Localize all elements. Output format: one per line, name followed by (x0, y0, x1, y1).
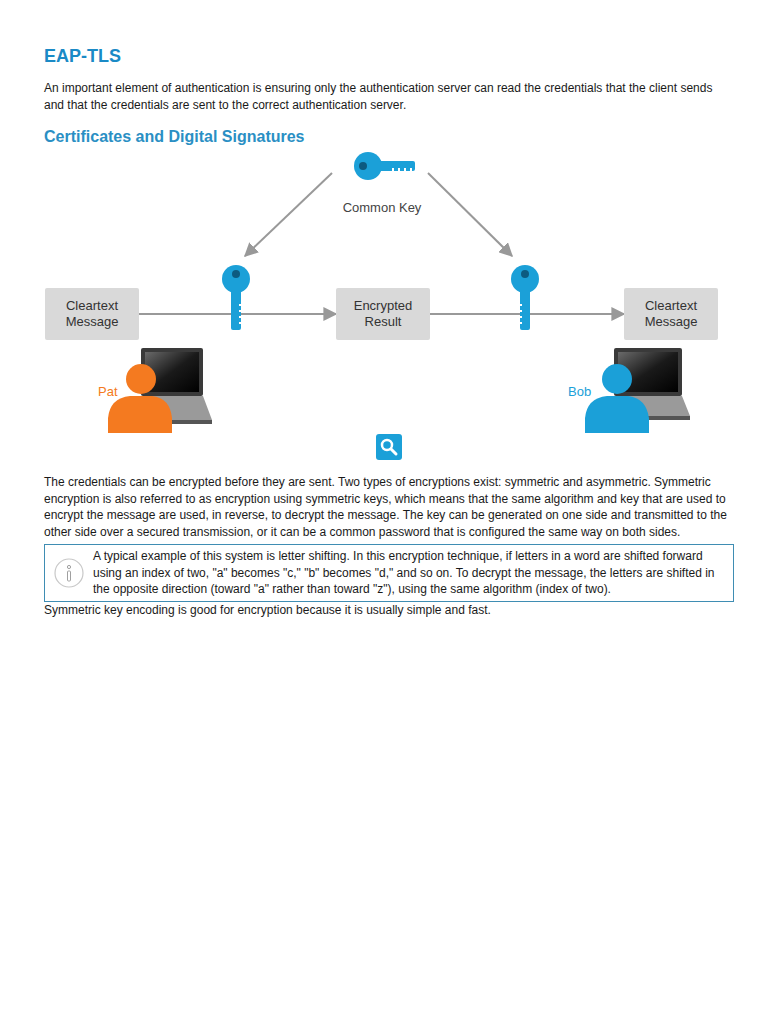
flow-arrow (139, 313, 336, 315)
laptop-base (606, 396, 690, 416)
key-notch (410, 168, 412, 172)
key-shaft (231, 290, 241, 330)
key-hole (359, 162, 367, 170)
zoom-icon (376, 434, 402, 460)
key-bow (354, 152, 382, 180)
decrypt-key-icon (511, 265, 539, 330)
box-label: Cleartext Message (630, 298, 712, 330)
laptop-icon (132, 348, 212, 424)
note-text: A typical example of this system is lett… (93, 548, 725, 598)
intro-paragraph: An important element of authentication i… (44, 80, 734, 113)
key-arrow (245, 173, 332, 256)
key-notch (239, 310, 243, 312)
page-title: EAP-TLS (44, 46, 121, 67)
info-dot (67, 565, 70, 568)
person-head (602, 364, 632, 394)
message-box: Cleartext Message (624, 288, 718, 340)
key-notch (398, 168, 400, 172)
zoom-handle (391, 449, 396, 454)
laptop-screen (145, 352, 199, 392)
key-notch (518, 310, 522, 312)
encrypt-key-icon (222, 265, 250, 330)
key-notch (392, 168, 394, 172)
key-notch (239, 304, 243, 306)
flow-arrow (430, 313, 624, 315)
key-notch (404, 168, 406, 172)
message-box: Cleartext Message (45, 288, 139, 340)
person-body (585, 396, 649, 433)
info-circle (55, 559, 83, 587)
key-hole (232, 270, 240, 278)
key-shaft (520, 290, 530, 330)
person-icon (108, 364, 172, 433)
paragraph-block: Symmetric key encoding is good for encry… (44, 602, 734, 619)
key-arrow (428, 173, 512, 256)
key-label: Common Key (322, 200, 442, 215)
laptop-base (132, 396, 212, 420)
body-paragraph: Symmetric key encoding is good for encry… (44, 602, 734, 619)
person-head (126, 364, 156, 394)
info-icon (53, 557, 85, 589)
laptop-edge (606, 416, 690, 420)
common-key-icon (354, 152, 415, 180)
paragraph-block: The credentials can be encrypted before … (44, 474, 734, 540)
zoom-button (376, 434, 402, 460)
box-label: Cleartext Message (51, 298, 133, 330)
key-notch (518, 304, 522, 306)
key-shaft (379, 161, 415, 171)
box-label: Encrypted Result (342, 298, 424, 330)
laptop-bezel (141, 348, 203, 396)
key-bow (222, 265, 250, 293)
person-name: Pat (98, 384, 118, 399)
person-body (108, 396, 172, 433)
note-box: A typical example of this system is lett… (44, 544, 734, 602)
person-icon (585, 364, 649, 433)
zoom-lens (382, 440, 392, 450)
laptop-icon (606, 348, 690, 420)
key-notch (518, 316, 522, 318)
laptop-bezel (614, 348, 682, 396)
key-notch (518, 322, 522, 324)
text-flow: The credentials can be encrypted before … (44, 474, 734, 618)
key-notch (239, 316, 243, 318)
laptop-edge (132, 420, 212, 424)
section-heading: Certificates and Digital Signatures (44, 128, 305, 146)
laptop-screen (618, 352, 678, 392)
key-hole (521, 270, 529, 278)
info-stem (68, 571, 71, 581)
body-paragraph: The credentials can be encrypted before … (44, 474, 734, 540)
key-notch (239, 322, 243, 324)
message-box: Encrypted Result (336, 288, 430, 340)
person-name: Bob (568, 384, 591, 399)
key-bow (511, 265, 539, 293)
